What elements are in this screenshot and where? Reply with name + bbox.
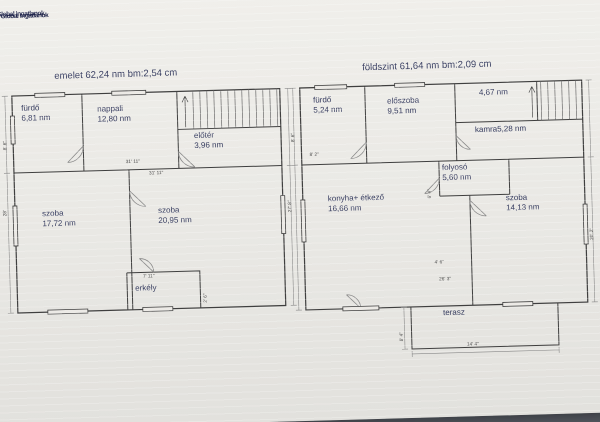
room-foldszint-wc: 4,67 nm	[479, 87, 508, 97]
dim-label: 31' 11''	[125, 159, 141, 165]
room-area: 9,51 nm	[387, 105, 417, 116]
room-name: terasz	[442, 307, 465, 318]
room-emelet-szoba-bal: szoba 17,72 nm	[42, 208, 76, 228]
room-name: konyha+ étkező	[327, 192, 385, 204]
room-area: 4,67 nm	[478, 87, 508, 98]
emelet-windows	[9, 89, 287, 315]
foldszint-dimension-lines	[289, 79, 598, 357]
dim-label: 2' 6''	[203, 293, 209, 303]
dim-label: 31' 11''	[148, 170, 164, 177]
foldszint-stairs	[528, 80, 578, 121]
dim-label: 4' 6''	[434, 260, 445, 266]
room-foldszint-folyoso: folyosó 5,60 nm	[442, 162, 471, 182]
room-name: erkély	[135, 283, 157, 293]
dim-label: 7' 11''	[142, 274, 155, 280]
emelet-dimension-lines	[1, 87, 297, 314]
dim-label: 28'	[2, 209, 8, 217]
dim-label: 6' 4''	[427, 188, 433, 199]
room-name: előszoba	[386, 95, 420, 106]
emelet-walls	[11, 87, 287, 314]
room-area: 6,81 nm	[21, 112, 51, 123]
room-area: 5,28 nm	[497, 123, 527, 134]
room-area: 14,13 nm	[505, 201, 540, 212]
room-emelet-erkely: erkély	[135, 283, 157, 293]
room-foldszint-terasz: terasz	[443, 307, 465, 317]
room-emelet-furdo: fürdő 6,81 nm	[21, 103, 50, 123]
room-emelet-eloter: előtér 3,96 nm	[194, 130, 223, 150]
dim-label: 8' 6''	[290, 132, 297, 143]
dim-label: 27' 8''	[287, 200, 293, 213]
foldszint-windows	[300, 82, 589, 312]
dim-label: 14' 4''	[466, 342, 480, 348]
room-area: 20,95 nm	[158, 214, 192, 225]
room-area: 16,66 nm	[327, 202, 362, 213]
room-area: 5,60 nm	[442, 171, 472, 182]
room-name: kamra	[474, 124, 498, 135]
emelet-stairs	[181, 88, 279, 130]
room-emelet-nappali: nappali 12,80 nm	[97, 104, 131, 124]
room-area: 3,96 nm	[194, 139, 224, 150]
room-foldszint-szoba: szoba 14,13 nm	[506, 192, 540, 212]
watermark-text-front: Global ingatlanok	[0, 12, 49, 21]
room-foldszint-furdo: fürdő 5,24 nm	[313, 95, 342, 115]
dim-label: 8' 2''	[309, 152, 320, 158]
room-foldszint-eloszoba: előszoba 9,51 nm	[387, 96, 420, 116]
emelet-doors	[67, 145, 196, 273]
room-area: 5,24 nm	[313, 104, 343, 115]
dim-label: 8' 6''	[3, 140, 9, 151]
room-foldszint-konyha: konyha+ étkező 16,66 nm	[328, 193, 385, 214]
room-area: 12,80 nm	[97, 113, 131, 124]
room-area: 17,72 nm	[42, 217, 76, 228]
room-name: folyosó	[441, 162, 468, 173]
dim-label: 8' 4''	[399, 331, 405, 342]
dim-label: 20' 2''	[589, 227, 595, 240]
foldszint-doors	[346, 135, 487, 309]
room-emelet-szoba-jobb: szoba 20,95 nm	[158, 205, 192, 225]
room-foldszint-kamra: kamra5,28 nm	[475, 124, 526, 135]
dim-label: 26' 3''	[439, 276, 452, 282]
